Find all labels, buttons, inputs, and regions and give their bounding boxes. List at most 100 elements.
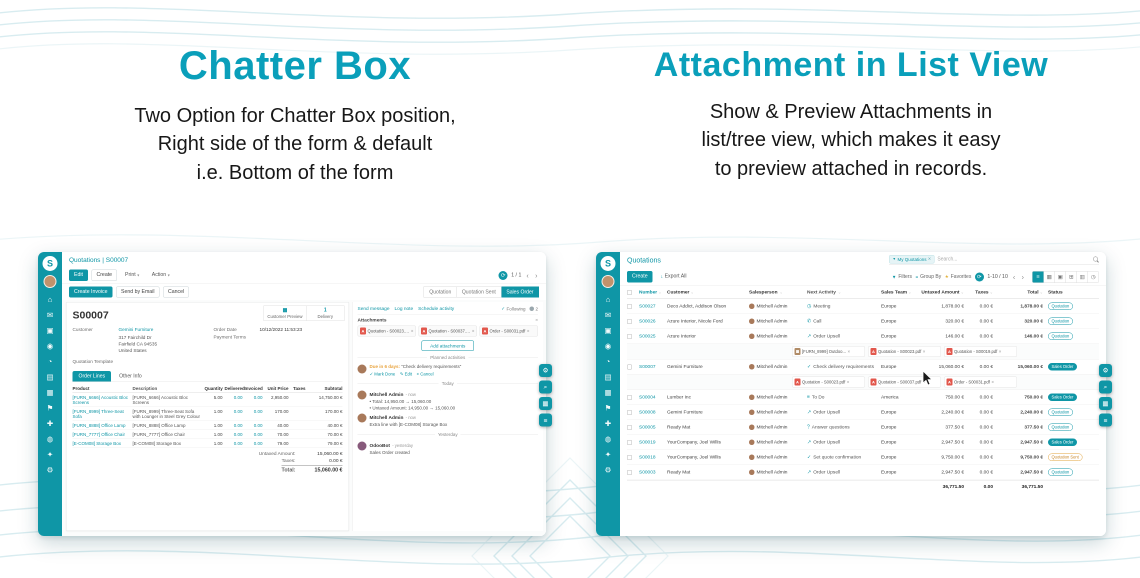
sidebar-icon[interactable]: ▦	[46, 385, 53, 401]
sidebar-icon[interactable]: ◍	[47, 432, 54, 448]
select-all-checkbox[interactable]	[627, 289, 632, 295]
cell-product[interactable]: [FURN_8888] Office Lamp	[72, 422, 126, 428]
list-row[interactable]: S00005 Ready Mat Mitchell Admin ?Answer …	[627, 420, 1099, 435]
column-header[interactable]: Status	[1048, 289, 1063, 296]
sidebar-icon[interactable]: ◉	[605, 339, 612, 355]
row-checkbox[interactable]	[627, 394, 632, 400]
remove-attachment-icon[interactable]	[991, 380, 994, 385]
cell-number[interactable]: S00018	[639, 454, 656, 461]
cancel-activity-link[interactable]: × Cancel	[416, 371, 434, 377]
attachment-chip[interactable]: Quotation - S00037.pdf	[868, 376, 941, 388]
quick-button[interactable]: ▦	[1099, 397, 1112, 410]
sidebar-icon[interactable]: ▣	[604, 323, 611, 339]
order-line-row[interactable]: [E-COM08] Storage Box [E-COM08] Storage …	[72, 439, 343, 449]
quick-button[interactable]: ▦	[539, 397, 552, 410]
list-row[interactable]: S00008 Gemini Furniture Mitchell Admin ↗…	[627, 405, 1099, 420]
search-facet[interactable]: ▼ My Quotations ×	[889, 255, 935, 264]
quick-button[interactable]: ⚙	[1099, 364, 1112, 377]
quick-button[interactable]: ⌕	[1099, 380, 1112, 394]
cell-next-activity[interactable]: To Do	[811, 394, 825, 401]
chatter-action-link[interactable]: Schedule activity	[418, 306, 455, 312]
list-row[interactable]: [FURN_8999] Outdoo... Quotation - S00023…	[627, 344, 1099, 360]
statusbar-stage[interactable]: Quotation	[423, 286, 457, 298]
view-switcher-icon[interactable]: ◷	[1087, 271, 1099, 283]
list-row[interactable]: S00026 Azure Interior, Nicole Ford Mitch…	[627, 314, 1099, 329]
sidebar-icon[interactable]: ◉	[47, 339, 54, 355]
header-action-button[interactable]: Cancel	[163, 286, 190, 298]
group-by-button[interactable]: ≡Group By	[915, 274, 941, 280]
column-header[interactable]: Subtotal	[324, 385, 343, 391]
chatter-action-link[interactable]: Log note	[394, 306, 414, 312]
cell-product[interactable]: [FURN_6666] Acoustic Bloc Screens	[72, 394, 129, 405]
cell-next-activity[interactable]: Set quote confirmation	[813, 454, 862, 461]
pager-previous-button[interactable]: ‹	[526, 271, 529, 280]
remove-attachment-icon[interactable]	[411, 329, 414, 334]
sidebar-icon[interactable]: ▦	[604, 385, 611, 401]
message-author[interactable]: Mitchell Admin	[369, 415, 404, 421]
company-logo[interactable]: S	[42, 256, 58, 271]
column-header[interactable]: Invoiced	[244, 385, 263, 391]
sidebar-icon[interactable]: ◔	[606, 354, 611, 370]
header-action-button[interactable]: Create Invoice	[69, 286, 113, 298]
sidebar-icon[interactable]: ✦	[605, 447, 611, 463]
cell-product[interactable]: [FURN_7777] Office Chair	[72, 431, 125, 437]
notebook-tab[interactable]: Order Lines	[72, 371, 112, 382]
row-checkbox[interactable]	[627, 409, 632, 415]
mark-done-link[interactable]: ✓ Mark Done	[369, 371, 396, 377]
order-line-row[interactable]: [FURN_6666] Acoustic Bloc Screens [FURN_…	[72, 393, 343, 408]
statusbar-stage[interactable]: Sales Order	[501, 286, 539, 298]
remove-facet-icon[interactable]: ×	[927, 256, 931, 263]
pager-next-button[interactable]: ›	[535, 271, 538, 280]
sidebar-icon[interactable]: ✉	[605, 308, 611, 324]
attachment-chip[interactable]: Quotation - S00023.pdf	[357, 325, 416, 337]
cell-next-activity[interactable]: Answer questions	[811, 424, 850, 431]
header-action-button[interactable]: Send by Email	[116, 286, 160, 298]
remove-attachment-icon[interactable]	[847, 380, 850, 385]
column-header[interactable]: Description	[132, 385, 158, 391]
edit-button[interactable]: Edit	[69, 269, 88, 281]
print-menu-button[interactable]: Print▾	[121, 270, 144, 280]
remove-attachment-icon[interactable]	[999, 349, 1002, 354]
message-author[interactable]: OdooBot	[369, 443, 391, 449]
cell-next-activity[interactable]: Check delivery requirements	[813, 364, 874, 370]
page-title[interactable]: Quotations	[627, 256, 661, 264]
attachment-chip[interactable]: Order - S00031.pdf	[479, 325, 538, 337]
statusbar-stage[interactable]: Quotation Sent	[456, 286, 502, 298]
favorites-button[interactable]: ★Favorites	[945, 274, 972, 280]
row-checkbox[interactable]	[627, 364, 632, 370]
cell-number[interactable]: S00008	[639, 409, 656, 416]
cell-next-activity[interactable]: Order Upsell	[813, 469, 841, 476]
view-switcher-icon[interactable]: ▣	[1054, 271, 1066, 283]
cell-next-activity[interactable]: Order Upsell	[813, 409, 841, 416]
sidebar-icon[interactable]: ⌂	[48, 292, 53, 308]
quick-button[interactable]: ⌕	[539, 380, 552, 394]
attachment-chip[interactable]: Quotation - S00023.pdf	[792, 376, 865, 388]
quick-button[interactable]: ⚙	[539, 364, 552, 377]
sidebar-icon[interactable]: ▣	[46, 323, 53, 339]
list-row[interactable]: S00003 Ready Mat Mitchell Admin ↗Order U…	[627, 465, 1099, 480]
sidebar-icon[interactable]: ◔	[48, 354, 53, 370]
view-switcher-icon[interactable]: ⊞	[1065, 271, 1077, 283]
attachment-chip[interactable]: Quotation - S00037.pdf	[418, 325, 477, 337]
sidebar-icon[interactable]: ◍	[605, 432, 612, 448]
sidebar-icon[interactable]: ▤	[604, 370, 611, 386]
cell-number[interactable]: S00025	[639, 333, 656, 340]
cell-product[interactable]: [FURN_8999] Three-Seat Sofa	[72, 408, 124, 419]
list-row[interactable]: S00004 Lumber Inc Mitchell Admin ≡To Do …	[627, 390, 1099, 405]
close-attachments-icon[interactable]: ×	[535, 317, 538, 324]
cell-number[interactable]: S00004	[639, 394, 656, 401]
cell-next-activity[interactable]: Call	[813, 318, 822, 325]
cell-number[interactable]: S00026	[639, 318, 656, 325]
create-button[interactable]: Create	[91, 269, 118, 281]
remove-attachment-icon[interactable]	[472, 329, 475, 334]
column-header[interactable]: Total	[996, 290, 1046, 296]
row-checkbox[interactable]	[627, 333, 632, 339]
chatter-action-link[interactable]: Send message	[357, 306, 390, 312]
row-checkbox[interactable]	[627, 469, 632, 475]
sidebar-icon[interactable]: ✚	[47, 416, 53, 432]
cell-next-activity[interactable]: Order Upsell	[813, 333, 841, 340]
message-author[interactable]: Mitchell Admin	[369, 392, 404, 398]
attachment-chip[interactable]: Quotation - S00023.pdf	[868, 346, 941, 357]
cell-next-activity[interactable]: Meeting	[813, 303, 831, 310]
order-line-row[interactable]: [FURN_8888] Office Lamp [FURN_8888] Offi…	[72, 421, 343, 431]
